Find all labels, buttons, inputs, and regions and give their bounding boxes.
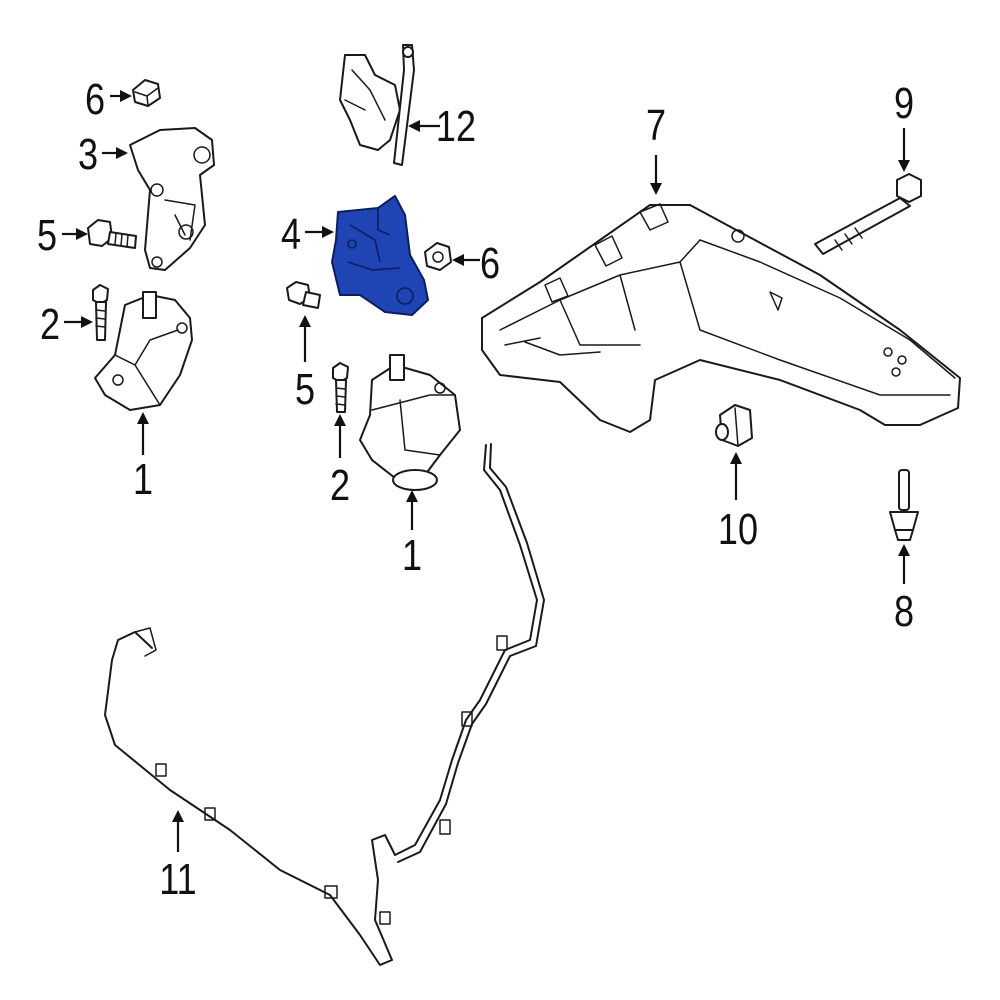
callout-6-right: 6 <box>479 239 501 288</box>
stud-2-center <box>332 362 349 413</box>
callout-12: 12 <box>435 102 477 151</box>
callout-5-left: 5 <box>36 211 58 260</box>
callout-8: 8 <box>893 587 915 636</box>
callout-2-left: 2 <box>39 300 61 349</box>
bolt-5-center <box>286 281 321 309</box>
engine-mount-1-left <box>94 291 193 411</box>
nut-6-top-left <box>132 79 161 107</box>
callout-1-left: 1 <box>132 455 154 504</box>
callout-9: 9 <box>893 79 915 128</box>
bolt-9 <box>814 173 922 255</box>
callout-6-top-left: 6 <box>84 75 106 124</box>
callout-5-center: 5 <box>294 365 316 414</box>
line-11 <box>104 443 545 966</box>
stud-2-left <box>92 284 109 341</box>
engine-mount-1-center <box>359 354 461 491</box>
bracket-12 <box>339 44 415 166</box>
callout-4: 4 <box>280 210 302 259</box>
bracket-3 <box>129 127 215 271</box>
callout-11: 11 <box>159 855 197 904</box>
bushing-10 <box>715 404 753 447</box>
bolt-5-left <box>87 219 137 249</box>
mount-bracket-4-highlighted <box>331 195 429 316</box>
stud-8 <box>889 469 919 541</box>
crossmember-7 <box>481 203 961 433</box>
callout-1-center: 1 <box>401 531 423 580</box>
callout-3: 3 <box>77 130 99 179</box>
leader-arrows <box>62 90 910 852</box>
callout-2-center: 2 <box>329 461 351 510</box>
callout-7: 7 <box>645 101 667 150</box>
callout-10: 10 <box>717 505 759 554</box>
nut-6-right <box>424 242 452 271</box>
